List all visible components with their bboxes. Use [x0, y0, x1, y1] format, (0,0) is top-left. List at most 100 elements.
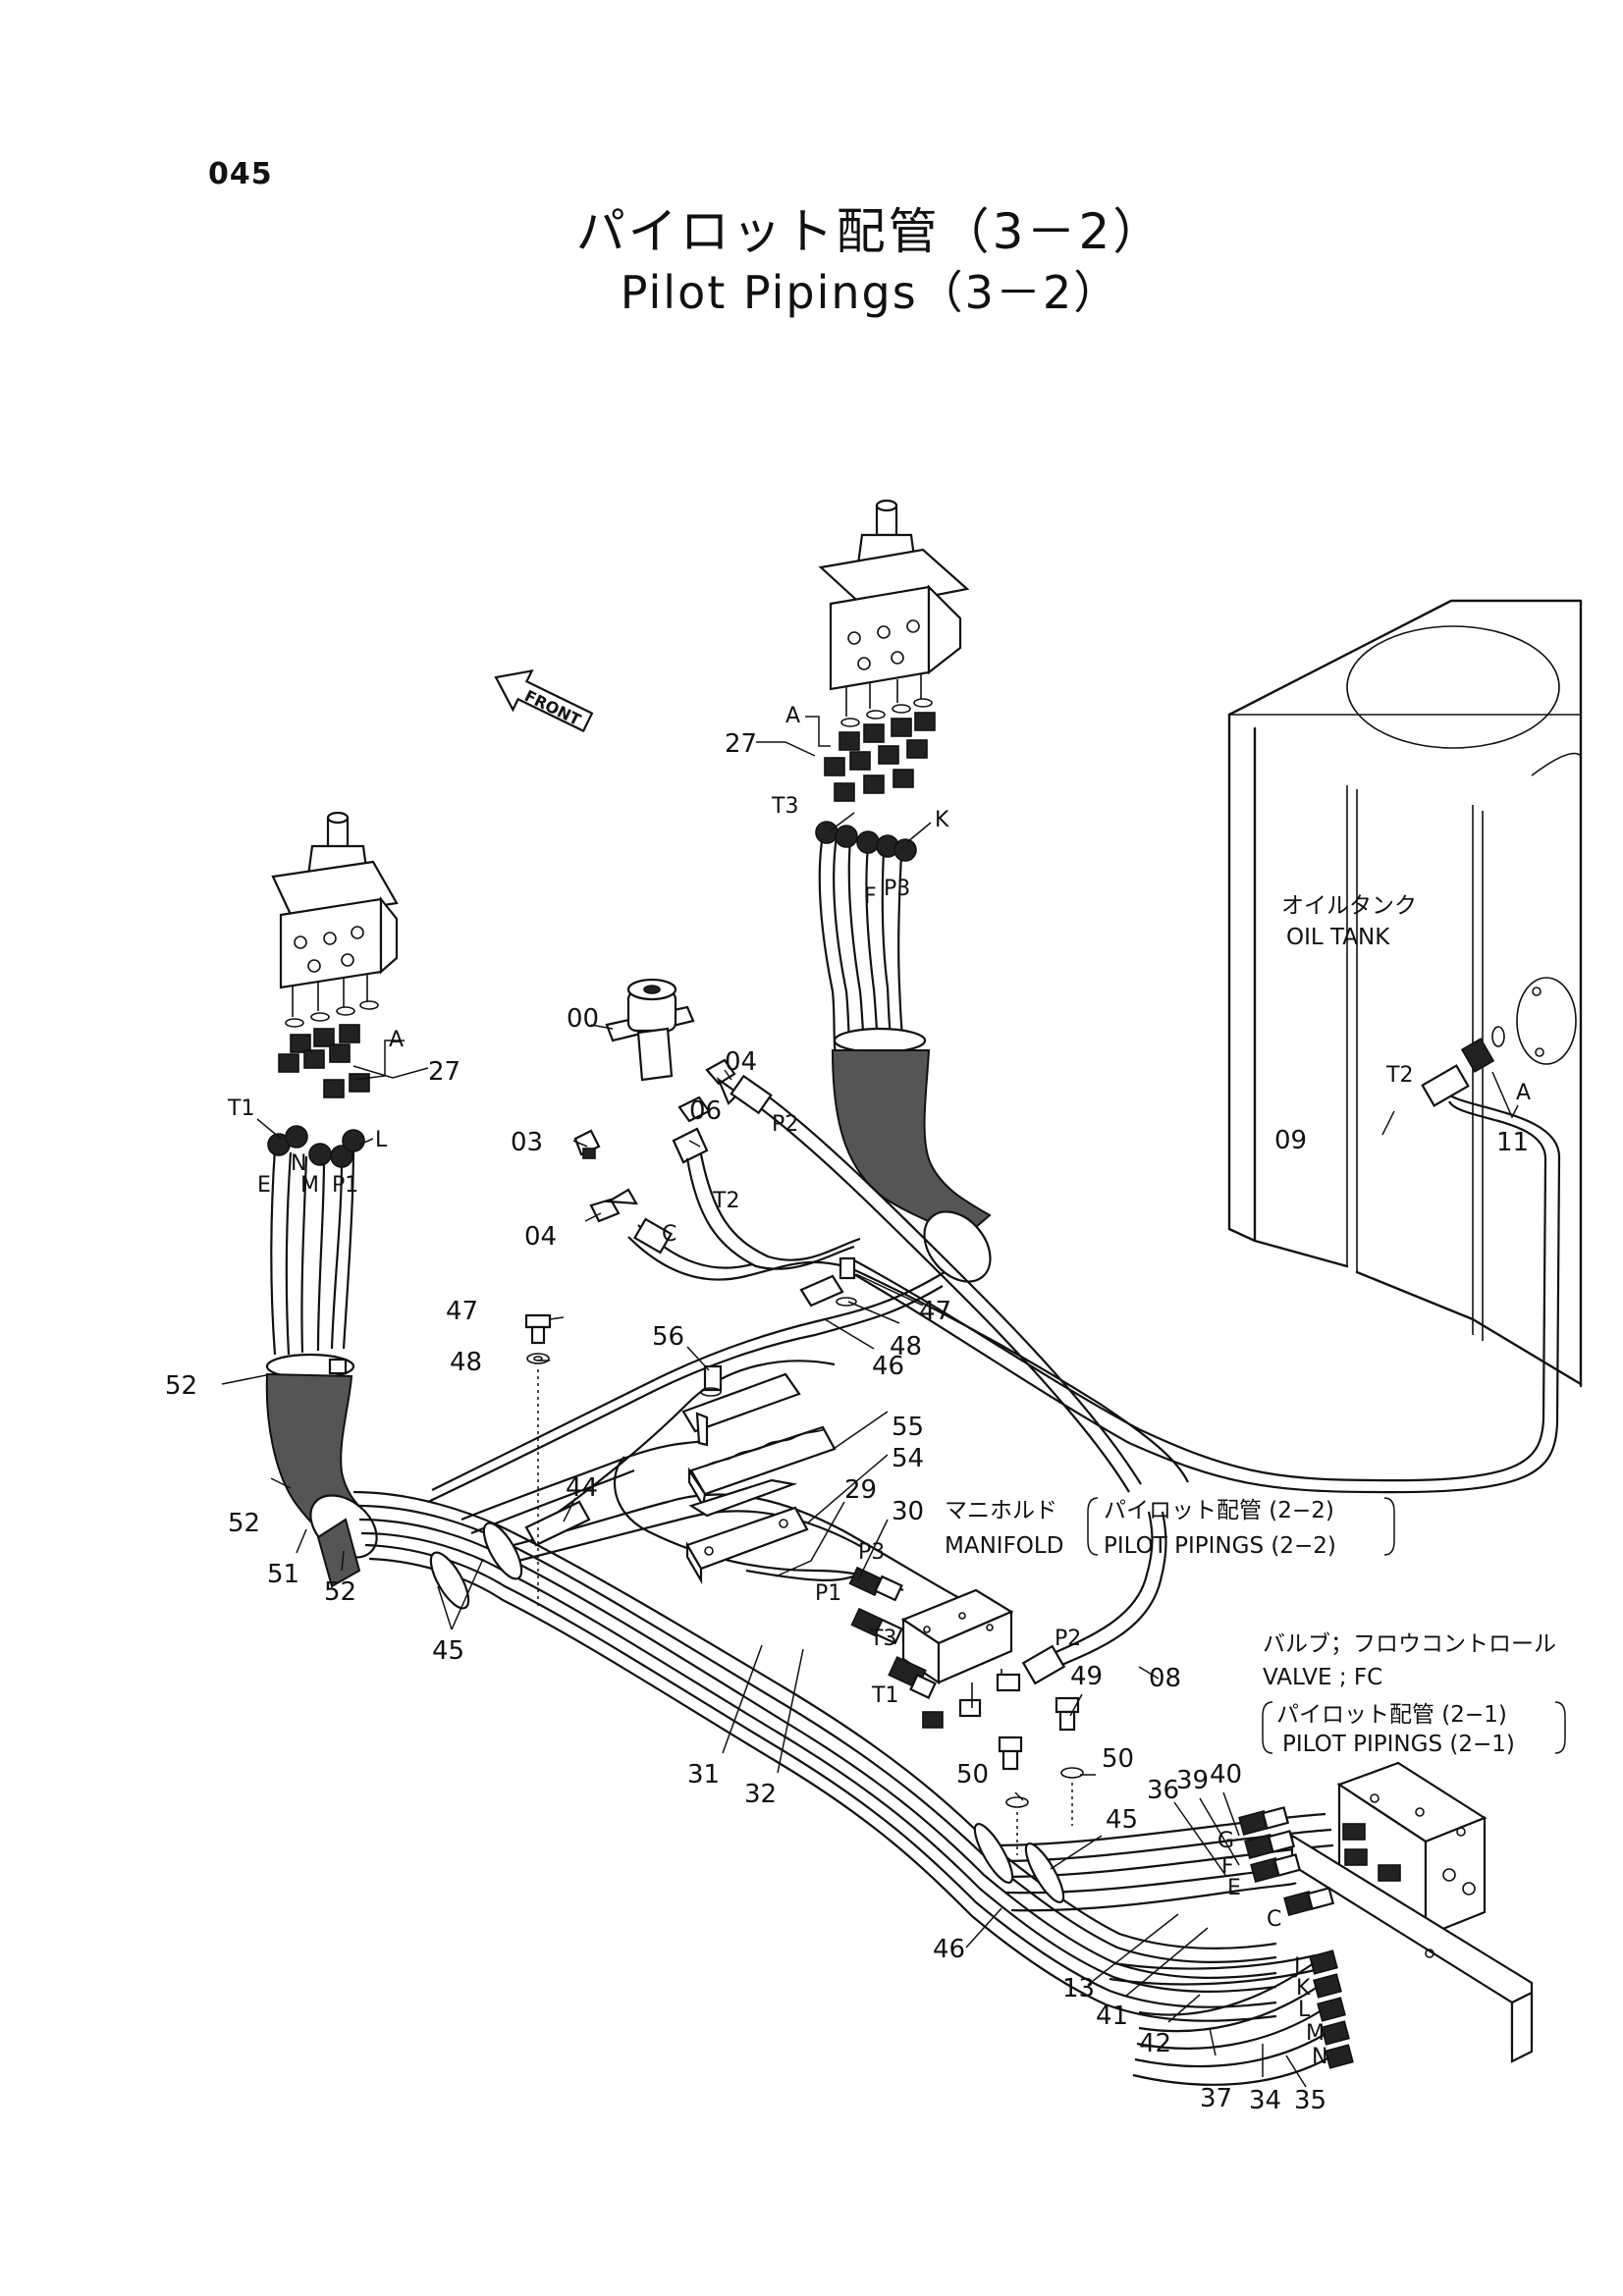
port-T2-tank: T2 [1385, 1063, 1413, 1088]
callout-45-left: 45 [432, 1636, 464, 1666]
callout-34: 34 [1249, 2086, 1281, 2115]
callout-52-bottom: 52 [324, 1577, 356, 1607]
title-japanese: パイロット配管（3－2） [575, 203, 1165, 260]
callout-36: 36 [1147, 1776, 1179, 1805]
valve-label-en: VALVE ; FC [1263, 1665, 1382, 1690]
callout-27-upper: 27 [725, 729, 757, 759]
callout-44: 44 [566, 1473, 598, 1503]
callout-08: 08 [1149, 1664, 1181, 1693]
port-P3-manifold: P3 [858, 1540, 885, 1565]
pilot-22-label-en: PILOT PIPINGS (2−2) [1104, 1533, 1336, 1559]
callout-04-lower: 04 [524, 1222, 557, 1252]
long-pilot-lines [730, 1026, 1561, 1685]
port-N-left: N [291, 1151, 306, 1176]
callout-42: 42 [1139, 2029, 1171, 2058]
port-T1-manifold: T1 [871, 1683, 898, 1708]
pilot-21-label-jp: パイロット配管 (2−1) [1276, 1702, 1507, 1728]
callout-31: 31 [687, 1760, 720, 1789]
manifold-label-en: MANIFOLD [945, 1533, 1063, 1559]
manifold-block [848, 1566, 1021, 1729]
callout-50-left: 50 [956, 1760, 989, 1789]
port-F-valve: F [1221, 1854, 1234, 1879]
port-A-upper: A [785, 704, 800, 728]
callout-13: 13 [1062, 1974, 1095, 2003]
callout-51: 51 [267, 1560, 299, 1589]
callout-48-right: 48 [890, 1332, 922, 1362]
callout-47-right: 47 [919, 1297, 951, 1326]
left-pilot-valve [271, 811, 399, 1017]
bracket-left-21 [1262, 1701, 1273, 1754]
oil-tank [1227, 599, 1583, 1388]
valve-label-jp: バルブ；フロウコントロール [1263, 1631, 1556, 1657]
port-J-valve: J [1292, 1954, 1301, 1979]
oil-tank-label-jp: オイルタンク [1281, 893, 1417, 919]
callout-27-lower: 27 [428, 1057, 460, 1087]
port-N-valve: N [1312, 2045, 1327, 2069]
callout-56: 56 [652, 1322, 684, 1352]
callout-32: 32 [744, 1780, 777, 1809]
upper-pilot-valve [818, 499, 970, 717]
left-hose-bundle [265, 1125, 378, 1559]
bracket-right-22 [1383, 1497, 1395, 1556]
callout-52-mid: 52 [228, 1509, 260, 1538]
callout-00: 00 [567, 1004, 599, 1034]
port-letters: A A A T3 K F P3 T1 L E N M P1 P2 T2 C T2… [227, 704, 1531, 2069]
upper-fitting-set [824, 698, 936, 802]
callout-48-left: 48 [450, 1348, 482, 1377]
port-L-left: L [375, 1128, 388, 1152]
accumulator-hoses [627, 1153, 861, 1281]
port-C-accum: C [662, 1222, 676, 1247]
port-E-valve: E [1227, 1876, 1241, 1900]
callout-04-upper: 04 [725, 1047, 757, 1077]
callout-30: 30 [892, 1497, 924, 1526]
port-C-valve: C [1267, 1907, 1281, 1932]
port-P2-manifold: P2 [1055, 1627, 1081, 1651]
pilot-21-label-en: PILOT PIPINGS (2−1) [1282, 1732, 1515, 1757]
callout-54: 54 [892, 1444, 924, 1473]
callout-numbers: 00 03 04 04 06 08 09 11 13 27 27 29 30 3… [165, 729, 1529, 2115]
callout-09: 09 [1274, 1126, 1307, 1155]
upper-hose-bundle [815, 821, 992, 1283]
callout-46-lower: 46 [933, 1935, 965, 1964]
page-number: 045 [208, 157, 273, 191]
callout-41: 41 [1096, 2002, 1128, 2031]
port-A-tank: A [1516, 1081, 1531, 1105]
leader-lines [221, 716, 1519, 2088]
main-hose-harness [316, 1271, 1338, 2022]
callout-29: 29 [844, 1475, 877, 1505]
port-M-left: M [300, 1173, 319, 1198]
port-T2-accum: T2 [712, 1189, 739, 1213]
left-fitting-set [278, 1000, 379, 1098]
port-L-valve: L [1298, 1998, 1311, 2022]
callout-37: 37 [1200, 2084, 1232, 2113]
bracket-left-22 [1087, 1497, 1099, 1556]
port-A-left: A [389, 1028, 404, 1052]
callout-11: 11 [1496, 1128, 1529, 1157]
port-P2-upper: P2 [772, 1112, 798, 1137]
port-P1-left: P1 [332, 1173, 358, 1198]
title-english: Pilot Pipings（3－2） [620, 266, 1121, 319]
callout-50-right: 50 [1102, 1744, 1134, 1774]
callout-03: 03 [511, 1128, 543, 1157]
bolts-49-50 [998, 1696, 1084, 1855]
port-K-valve: K [1296, 1976, 1311, 2001]
callout-47-left: 47 [446, 1297, 478, 1326]
oil-tank-label-en: OIL TANK [1286, 925, 1390, 950]
bracket-right-21 [1554, 1701, 1566, 1754]
port-M-valve: M [1306, 2021, 1325, 2046]
flow-control-valve [1290, 1761, 1534, 2063]
callout-55: 55 [892, 1413, 924, 1442]
callout-06: 06 [689, 1096, 722, 1126]
callout-35: 35 [1294, 2086, 1326, 2115]
elbow-fittings [573, 1058, 740, 1223]
callout-49: 49 [1070, 1662, 1103, 1691]
callout-40: 40 [1210, 1760, 1242, 1789]
port-F-upper: F [864, 884, 877, 909]
callout-39: 39 [1176, 1766, 1209, 1795]
accumulator [605, 978, 695, 1082]
front-direction-arrow: FRONT [494, 668, 594, 733]
callout-52-top: 52 [165, 1371, 197, 1401]
port-G-valve: G [1217, 1829, 1234, 1853]
